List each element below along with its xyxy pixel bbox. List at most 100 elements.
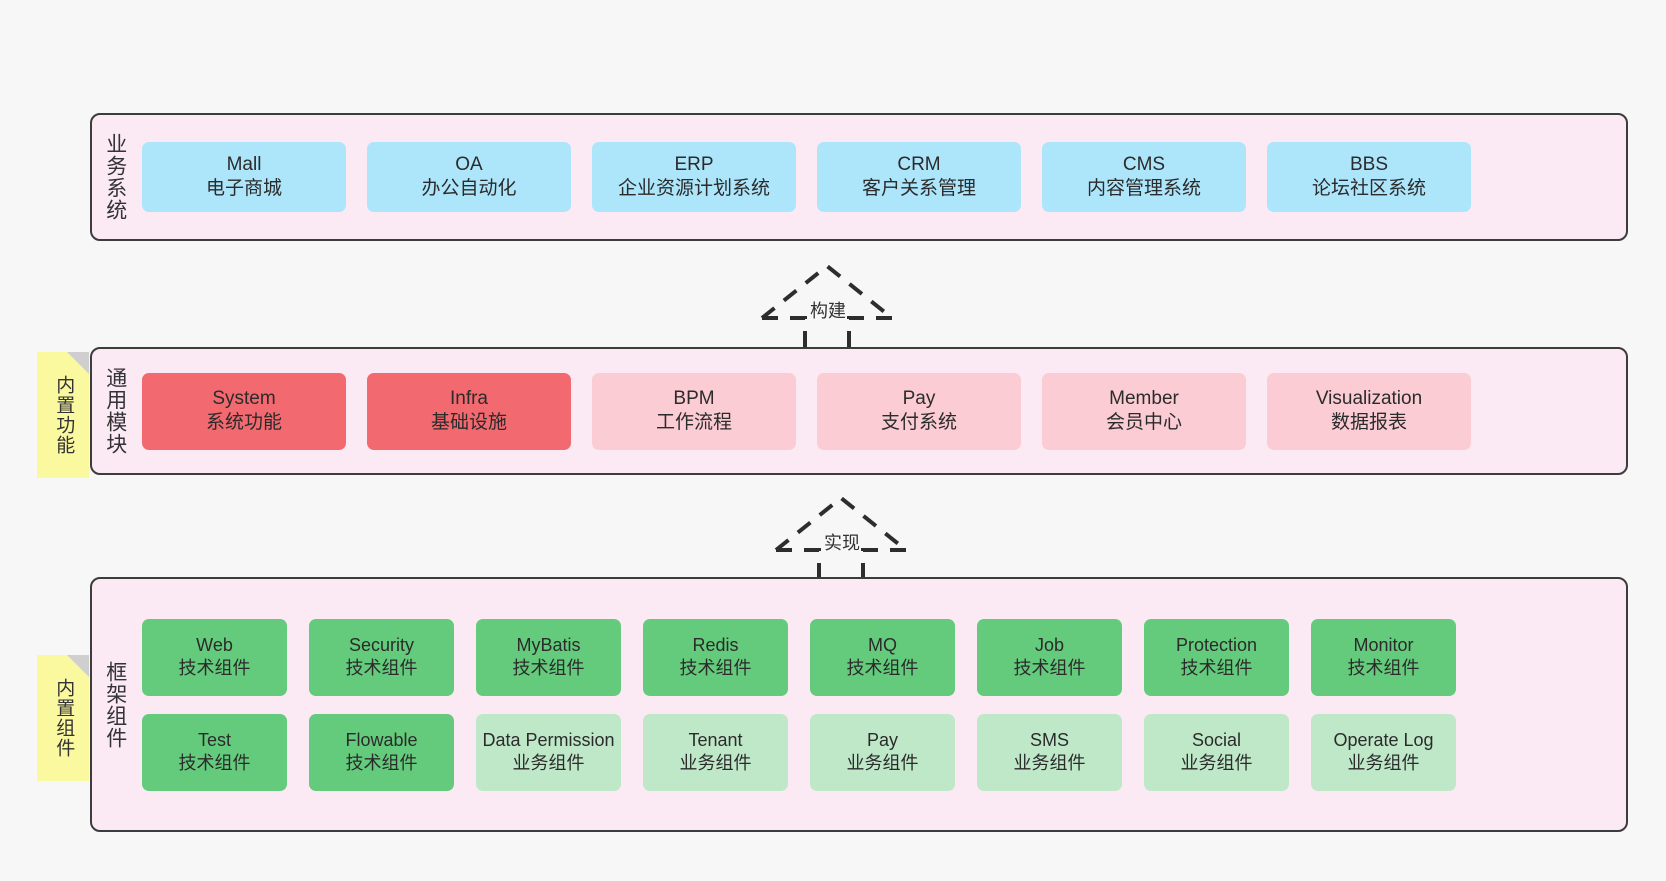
node-name: Protection [1175, 634, 1258, 655]
note-builtin-components: 内置组件 [37, 655, 89, 781]
node-desc: 技术组件 [1013, 658, 1086, 678]
node-name: BPM [673, 387, 715, 409]
node-name: Flowable [345, 729, 418, 750]
node-desc: 基础设施 [430, 412, 507, 433]
node-desc: 企业资源计划系统 [617, 178, 770, 199]
node-desc: 电子商城 [205, 178, 282, 199]
node-name: Security [348, 634, 415, 655]
note-builtin-functions: 内置功能 [37, 352, 89, 478]
layer-body-framework-components: Web 技术组件 Security 技术组件 MyBatis 技术组件 Redi… [138, 579, 1626, 830]
node-bpm[interactable]: BPM 工作流程 [592, 372, 796, 450]
node-tenant[interactable]: Tenant 业务组件 [643, 713, 788, 791]
node-web[interactable]: Web 技术组件 [142, 618, 287, 696]
node-desc: 数据报表 [1330, 412, 1407, 433]
node-name: Pay [902, 387, 936, 409]
node-desc: 支付系统 [880, 412, 957, 433]
node-name: Pay [866, 729, 899, 750]
node-name: System [212, 387, 276, 409]
node-mybatis[interactable]: MyBatis 技术组件 [476, 618, 621, 696]
node-name: Operate Log [1333, 729, 1434, 750]
arrow-implement-label: 实现 [824, 533, 860, 553]
node-desc: 内容管理系统 [1086, 178, 1201, 199]
node-operate-log[interactable]: Operate Log 业务组件 [1311, 713, 1456, 791]
node-desc: 技术组件 [345, 658, 418, 678]
node-name: CRM [897, 153, 941, 175]
layer-business-systems: 业务系统 Mall 电子商城 OA 办公自动化 ERP 企业资源计划系统 CRM… [90, 113, 1628, 241]
node-oa[interactable]: OA 办公自动化 [367, 142, 571, 212]
node-name: SMS [1029, 729, 1069, 750]
arrow-build: 构建 [752, 258, 902, 350]
node-mall[interactable]: Mall 电子商城 [142, 142, 346, 212]
node-name: Test [197, 729, 231, 750]
node-desc: 技术组件 [512, 658, 585, 678]
layer-row: Test 技术组件 Flowable 技术组件 Data Permission … [142, 713, 1616, 791]
node-sms[interactable]: SMS 业务组件 [977, 713, 1122, 791]
dashed-up-arrow-icon [774, 495, 908, 582]
node-protection[interactable]: Protection 技术组件 [1144, 618, 1289, 696]
layer-framework-components: 框架组件 Web 技术组件 Security 技术组件 MyBatis 技术组件… [90, 577, 1628, 832]
layer-body-business-systems: Mall 电子商城 OA 办公自动化 ERP 企业资源计划系统 CRM 客户关系… [138, 115, 1626, 239]
layer-body-common-modules: System 系统功能 Infra 基础设施 BPM 工作流程 Pay 支付系统… [138, 349, 1626, 473]
note-label: 内置组件 [53, 678, 75, 758]
node-pay-business[interactable]: Pay 业务组件 [810, 713, 955, 791]
node-desc: 技术组件 [345, 753, 418, 773]
node-name: Monitor [1353, 634, 1414, 655]
node-desc: 技术组件 [1347, 658, 1420, 678]
node-desc: 业务组件 [1013, 753, 1086, 773]
node-desc: 技术组件 [178, 658, 251, 678]
layer-row: System 系统功能 Infra 基础设施 BPM 工作流程 Pay 支付系统… [142, 372, 1616, 450]
node-desc: 业务组件 [512, 753, 585, 773]
node-cms[interactable]: CMS 内容管理系统 [1042, 142, 1246, 212]
node-name: Tenant [688, 729, 743, 750]
node-desc: 客户关系管理 [861, 178, 976, 199]
layer-title-business-systems: 业务系统 [103, 133, 127, 221]
node-name: Infra [449, 387, 489, 409]
node-desc: 会员中心 [1105, 412, 1182, 433]
node-name: ERP [674, 153, 714, 175]
node-infra[interactable]: Infra 基础设施 [367, 372, 571, 450]
node-name: Social [1191, 729, 1242, 750]
node-desc: 业务组件 [1347, 753, 1420, 773]
node-name: Data Permission [482, 729, 615, 750]
node-name: MyBatis [516, 634, 581, 655]
node-desc: 技术组件 [679, 658, 752, 678]
node-desc: 技术组件 [178, 753, 251, 773]
node-name: Redis [692, 634, 739, 655]
node-social[interactable]: Social 业务组件 [1144, 713, 1289, 791]
node-member[interactable]: Member 会员中心 [1042, 372, 1246, 450]
node-name: MQ [868, 634, 897, 655]
node-test[interactable]: Test 技术组件 [142, 713, 287, 791]
node-name: Job [1034, 634, 1065, 655]
node-flowable[interactable]: Flowable 技术组件 [309, 713, 454, 791]
node-desc: 系统功能 [205, 412, 282, 433]
node-monitor[interactable]: Monitor 技术组件 [1311, 618, 1456, 696]
node-name: Member [1109, 387, 1179, 409]
node-visualization[interactable]: Visualization 数据报表 [1267, 372, 1471, 450]
node-desc: 技术组件 [1180, 658, 1253, 678]
node-mq[interactable]: MQ 技术组件 [810, 618, 955, 696]
node-data-permission[interactable]: Data Permission 业务组件 [476, 713, 621, 791]
node-pay[interactable]: Pay 支付系统 [817, 372, 1021, 450]
node-desc: 技术组件 [846, 658, 919, 678]
arrow-build-label: 构建 [810, 301, 846, 321]
node-job[interactable]: Job 技术组件 [977, 618, 1122, 696]
node-security[interactable]: Security 技术组件 [309, 618, 454, 696]
node-name: Web [196, 634, 233, 655]
node-system[interactable]: System 系统功能 [142, 372, 346, 450]
layer-common-modules: 通用模块 System 系统功能 Infra 基础设施 BPM 工作流程 Pay… [90, 347, 1628, 475]
dashed-up-arrow-icon [760, 263, 894, 350]
layer-title-common-modules: 通用模块 [103, 367, 127, 455]
node-erp[interactable]: ERP 企业资源计划系统 [592, 142, 796, 212]
note-label: 内置功能 [53, 375, 75, 455]
node-redis[interactable]: Redis 技术组件 [643, 618, 788, 696]
node-desc: 业务组件 [679, 753, 752, 773]
node-desc: 办公自动化 [421, 178, 517, 199]
layer-row: Mall 电子商城 OA 办公自动化 ERP 企业资源计划系统 CRM 客户关系… [142, 142, 1616, 212]
arrow-implement: 实现 [766, 490, 916, 582]
node-name: Visualization [1315, 387, 1423, 409]
node-crm[interactable]: CRM 客户关系管理 [817, 142, 1021, 212]
node-desc: 业务组件 [846, 753, 919, 773]
layer-title-framework-components: 框架组件 [103, 660, 127, 749]
node-bbs[interactable]: BBS 论坛社区系统 [1267, 142, 1471, 212]
